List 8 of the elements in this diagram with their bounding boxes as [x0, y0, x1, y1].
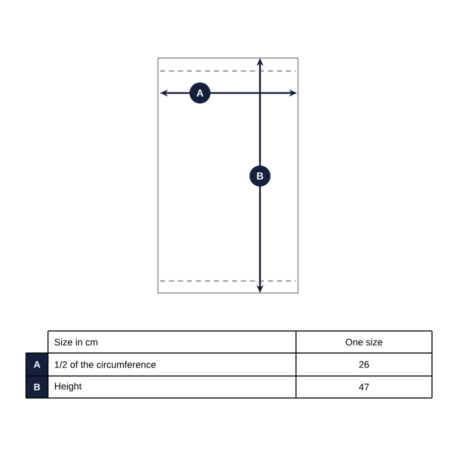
table-cell: One size [346, 338, 382, 346]
callout-letter: A [190, 82, 210, 104]
table-cell: 47 [358, 384, 369, 390]
table-cell: 1/2 of the circumference [54, 361, 156, 368]
table-cell: Height [54, 382, 82, 392]
callout-letter: B [250, 166, 270, 186]
table-cell: Size in cm [54, 338, 98, 346]
table-cell: 26 [359, 361, 369, 368]
